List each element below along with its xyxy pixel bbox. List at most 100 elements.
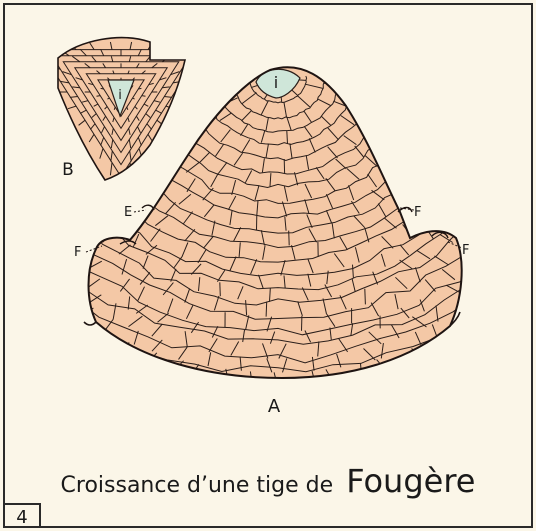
cell-wall (402, 87, 419, 90)
cell-wall (455, 175, 473, 179)
cell-wall (508, 143, 524, 144)
cell-wall (59, 125, 76, 129)
cell-wall (438, 142, 452, 150)
cell-wall (65, 142, 81, 148)
cell-wall (496, 304, 505, 318)
cell-wall (483, 294, 492, 306)
cell-wall (475, 176, 485, 186)
cell-wall (467, 156, 484, 160)
label-e: E (124, 205, 132, 220)
cell-wall (191, 100, 207, 106)
cell-wall (57, 235, 71, 244)
cell-wall (437, 82, 453, 86)
cell-wall (17, 275, 26, 290)
cell-wall (167, 121, 180, 128)
cell-wall (202, 82, 217, 84)
cell-wall (89, 199, 98, 210)
cell-wall (71, 179, 83, 186)
figure-b-label: B (62, 160, 74, 180)
cell-wall (26, 116, 41, 122)
cell-wall (26, 246, 41, 254)
cell-wall (4, 60, 21, 66)
cell-wall (456, 221, 469, 228)
cell-wall (461, 130, 477, 135)
cell-wall (388, 74, 403, 75)
cell-wall (428, 125, 444, 130)
cell-wall (93, 185, 108, 193)
cell-wall (47, 42, 58, 50)
cell-wall (513, 170, 531, 172)
cell-wall (145, 188, 156, 200)
cell-wall (358, 120, 371, 128)
cell-wall (0, 193, 2, 194)
cell-wall (354, 82, 371, 84)
cell-wall (350, 99, 366, 105)
cell-wall (31, 133, 44, 142)
figure-b-apical-cell-label: i (118, 88, 122, 103)
cell-wall (97, 96, 101, 97)
cell-wall (16, 258, 31, 264)
cell-wall (37, 189, 54, 193)
cell-wall (451, 151, 468, 154)
cell-wall (123, 190, 134, 201)
cell-wall (167, 146, 181, 155)
cell-wall (438, 196, 448, 210)
cell-wall (181, 139, 194, 147)
cell-wall (46, 265, 60, 274)
cell-wall (37, 294, 48, 307)
cell-wall (287, 131, 288, 144)
cell-wall (138, 88, 141, 89)
cell-wall (383, 161, 397, 170)
cell-wall (379, 116, 393, 122)
cell-wall (38, 212, 51, 222)
cell-wall (452, 100, 468, 105)
cell-wall (471, 84, 488, 87)
cell-wall (505, 65, 520, 69)
cell-wall (500, 119, 515, 120)
cell-wall (0, 85, 4, 86)
cell-wall (98, 332, 107, 346)
cell-wall (44, 123, 57, 131)
cell-wall (495, 286, 509, 294)
cell-wall (74, 230, 88, 238)
plate-title-emphasis: Fougère (346, 462, 475, 500)
cell-wall (7, 245, 19, 255)
cell-wall (501, 161, 517, 164)
cell-wall (454, 79, 471, 80)
cell-wall (79, 163, 93, 174)
cell-wall (485, 257, 494, 267)
cell-wall (57, 304, 62, 321)
cell-wall (406, 161, 417, 172)
cell-wall (47, 75, 58, 78)
cell-wall (381, 140, 394, 150)
cell-wall (490, 205, 504, 214)
cell-wall (232, 81, 250, 83)
cell-wall (475, 222, 492, 228)
cell-wall (417, 106, 434, 109)
cell-wall (494, 139, 508, 144)
cell-wall (36, 59, 49, 64)
label-f-right-lower: F (462, 243, 469, 258)
figure-a-label: A (268, 396, 281, 417)
cell-wall (520, 219, 529, 230)
cell-wall (390, 177, 400, 188)
cell-wall (68, 276, 74, 291)
cell-wall (435, 104, 451, 107)
cell-wall (145, 168, 156, 179)
cell-wall (515, 246, 525, 259)
cell-wall (463, 274, 467, 287)
cell-wall (472, 204, 483, 214)
label-f-left: F (74, 245, 81, 260)
cell-wall (289, 231, 290, 246)
cell-wall (39, 232, 47, 243)
cell-wall (180, 113, 194, 121)
cell-wall (72, 269, 86, 274)
cell-wall (173, 49, 182, 56)
cell-wall (371, 85, 387, 86)
plate-title-prefix: Croissance d’une tige de (61, 473, 334, 498)
cell-wall (423, 189, 434, 201)
cell-wall (142, 96, 146, 97)
cell-wall (7, 194, 18, 201)
cell-wall (478, 279, 492, 288)
